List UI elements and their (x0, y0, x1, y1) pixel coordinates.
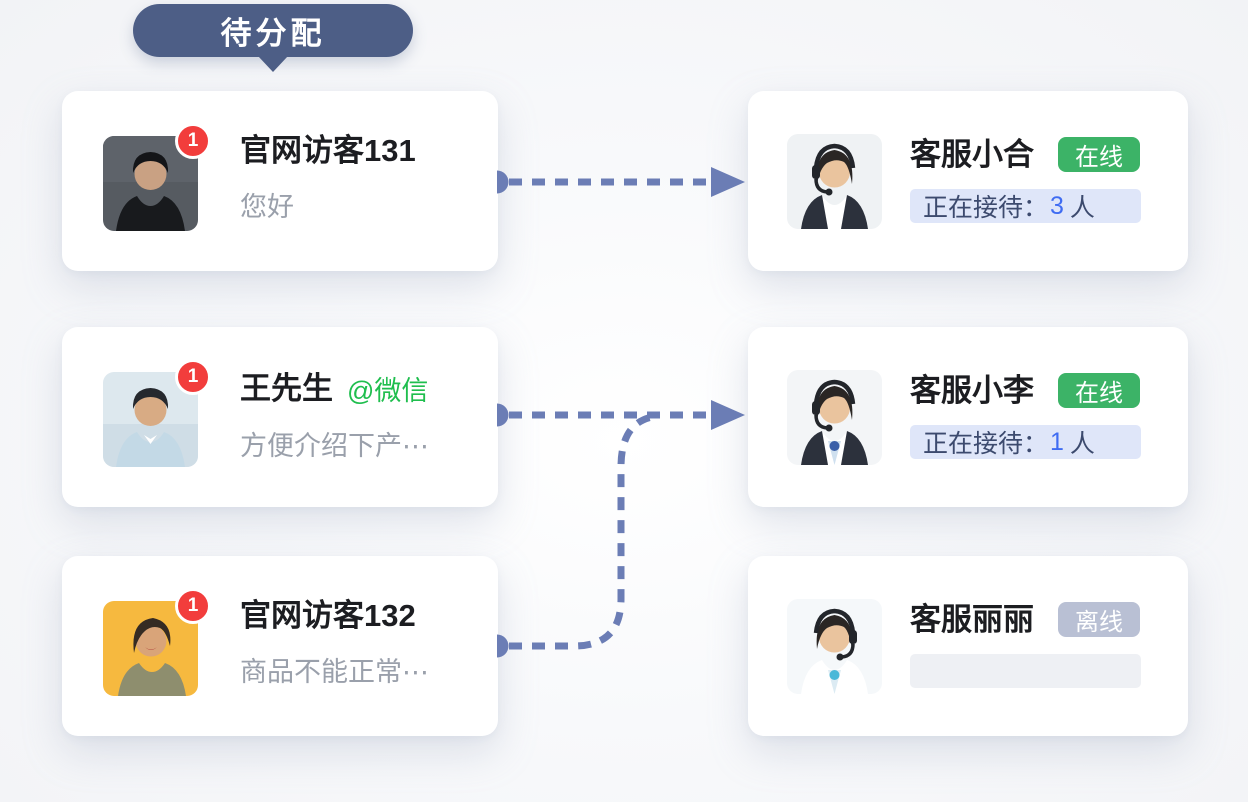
visitor-avatar: 1 (103, 123, 211, 231)
serving-count-bar: 正在接待： 1 人 (910, 425, 1141, 459)
agent-name: 客服丽丽 (910, 602, 1034, 637)
agent-photo-headset-icon (787, 599, 882, 694)
visitor-avatar: 1 (103, 588, 211, 696)
serving-unit: 人 (1069, 430, 1095, 458)
pending-queue-badge: 待分配 (133, 4, 413, 72)
visitor-info: 官网访客131 您好 (240, 133, 416, 224)
visitor-name: 王先生 (240, 370, 333, 406)
agent-info: 客服小合 在线 正在接待： 3 人 (910, 137, 1141, 223)
agent-card-xiaohe[interactable]: 客服小合 在线 正在接待： 3 人 (748, 91, 1188, 271)
visitor-card-131[interactable]: 1 官网访客131 您好 (62, 91, 498, 271)
visitor-info: 王先生 @微信 方便介绍下产⋯ (240, 369, 429, 463)
visitor-card-132[interactable]: 1 官网访客132 商品不能正常⋯ (62, 556, 498, 736)
connector-start-dot (497, 403, 509, 427)
visitor-photo-male-dark-icon (103, 136, 198, 231)
serving-count: 3 (1050, 191, 1064, 220)
agent-status-badge: 离线 (1058, 602, 1140, 637)
agent-photo-headset-icon (787, 134, 882, 229)
connector-start-dot (497, 170, 509, 194)
agent-photo-headset-icon (787, 370, 882, 465)
agent-info: 客服小李 在线 正在接待： 1 人 (910, 373, 1141, 459)
connector-line-3 (509, 412, 660, 650)
visitor-avatar: 1 (103, 359, 211, 467)
agent-avatar (787, 134, 882, 229)
agent-info: 客服丽丽 离线 (910, 602, 1141, 688)
visitor-name: 官网访客132 (240, 598, 416, 633)
visitor-channel-tag: @微信 (347, 376, 429, 406)
unread-count-badge: 1 (175, 359, 211, 395)
visitor-last-message: 您好 (240, 192, 294, 222)
visitor-card-wang[interactable]: 1 王先生 @微信 方便介绍下产⋯ (62, 327, 498, 507)
serving-count-bar: 正在接待： 3 人 (910, 189, 1141, 223)
serving-count: 1 (1050, 427, 1064, 456)
serving-label: 正在接待： (923, 430, 1049, 458)
connector-arrowhead-1 (711, 167, 745, 197)
connector-arrowhead-2 (711, 400, 745, 430)
serving-unit: 人 (1069, 194, 1095, 222)
visitor-name: 官网访客131 (240, 133, 416, 168)
visitor-info: 官网访客132 商品不能正常⋯ (240, 598, 429, 689)
agent-avatar (787, 370, 882, 465)
unread-count-badge: 1 (175, 123, 211, 159)
connector-start-dot (497, 634, 509, 658)
agent-card-lili[interactable]: 客服丽丽 离线 (748, 556, 1188, 736)
unread-count-badge: 1 (175, 588, 211, 624)
pending-queue-label: 待分配 (220, 16, 326, 51)
agent-status-badge: 在线 (1058, 137, 1140, 172)
agent-avatar (787, 599, 882, 694)
agent-name: 客服小李 (910, 373, 1034, 408)
agent-card-xiaoli[interactable]: 客服小李 在线 正在接待： 1 人 (748, 327, 1188, 507)
agent-name: 客服小合 (910, 137, 1034, 172)
serving-count-bar (910, 654, 1141, 688)
visitor-last-message: 商品不能正常⋯ (240, 657, 429, 687)
visitor-last-message: 方便介绍下产⋯ (240, 431, 429, 461)
serving-label: 正在接待： (923, 194, 1049, 222)
agent-status-badge: 在线 (1058, 373, 1140, 408)
